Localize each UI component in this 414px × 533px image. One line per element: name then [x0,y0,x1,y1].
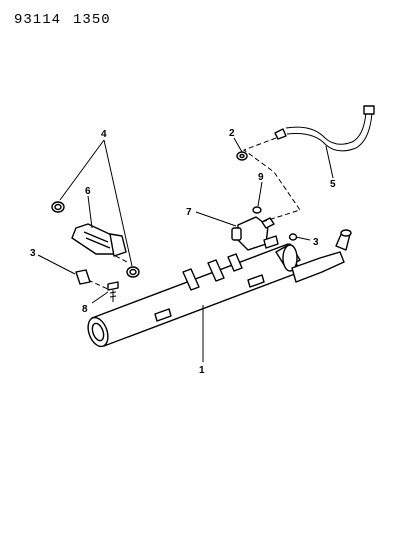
callout-5: 5 [330,179,336,190]
callout-7: 7 [186,207,192,218]
nut-part-9 [252,206,262,214]
callout-8: 8 [82,304,88,315]
diagram-code: 93114 1350 [14,12,111,28]
dashline-hose-regulator [242,137,301,223]
o-ring-upper [51,201,65,213]
washer-part-2 [236,151,248,161]
callout-6: 6 [85,186,91,197]
vacuum-hose [274,105,375,152]
fuel-injector [71,223,127,257]
clip-part-3 [288,233,298,241]
callout-4: 4 [101,129,107,140]
pressure-regulator [231,216,279,251]
fuel-rail [87,229,352,348]
diagram-code-b: 1350 [73,12,111,28]
callout-1: 1 [199,365,205,376]
dashline-clip [87,279,111,291]
callout-3-right: 3 [313,237,319,248]
o-ring-lower [126,266,140,278]
leader-lines [37,137,334,362]
diagram-code-a: 93114 [14,12,62,28]
callout-3-left: 3 [30,248,36,259]
mounting-screw [107,281,119,302]
callout-9: 9 [258,172,264,183]
callout-2: 2 [229,128,235,139]
injector-clip [75,269,91,285]
